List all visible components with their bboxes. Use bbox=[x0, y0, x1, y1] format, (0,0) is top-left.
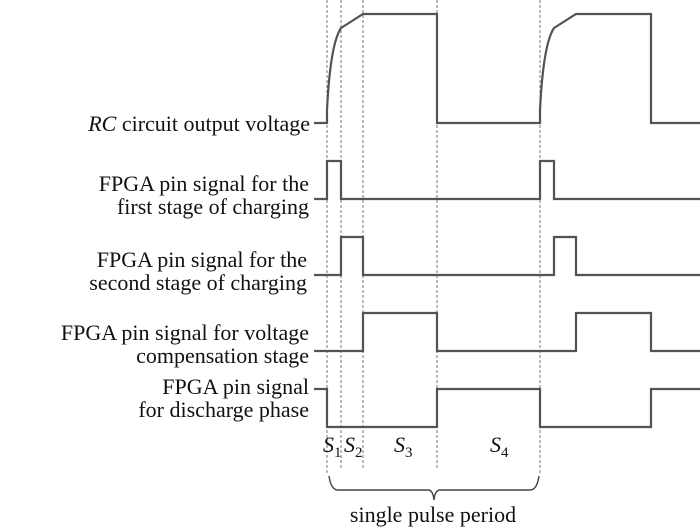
waveform-stage2 bbox=[314, 235, 700, 277]
waveform-compensation bbox=[314, 311, 700, 353]
label-compensation-line1: FPGA pin signal for voltage bbox=[61, 320, 309, 345]
label-discharge-line2: for discharge phase bbox=[138, 397, 309, 422]
label-stage1-line2: first stage of charging bbox=[117, 194, 309, 219]
segment-label-s4: S4 bbox=[490, 432, 509, 461]
label-discharge-line1: FPGA pin signal bbox=[162, 374, 309, 399]
waveform-rc bbox=[314, 12, 700, 125]
label-rc: RC circuit output voltage bbox=[87, 111, 310, 136]
period-brace bbox=[328, 475, 540, 501]
segment-label-s2: S2 bbox=[344, 432, 363, 461]
brace-label: single pulse period bbox=[350, 502, 516, 527]
segment-label-s3: S3 bbox=[394, 432, 413, 461]
segment-label-s1: S1 bbox=[323, 432, 342, 461]
label-stage2-line2: second stage of charging bbox=[89, 270, 307, 295]
label-stage1-line1: FPGA pin signal for the bbox=[99, 171, 309, 196]
label-stage2-line1: FPGA pin signal for the bbox=[97, 247, 307, 272]
label-compensation-line2: compensation stage bbox=[136, 343, 309, 368]
waveform-discharge bbox=[314, 387, 700, 429]
waveform-stage1 bbox=[314, 159, 700, 201]
